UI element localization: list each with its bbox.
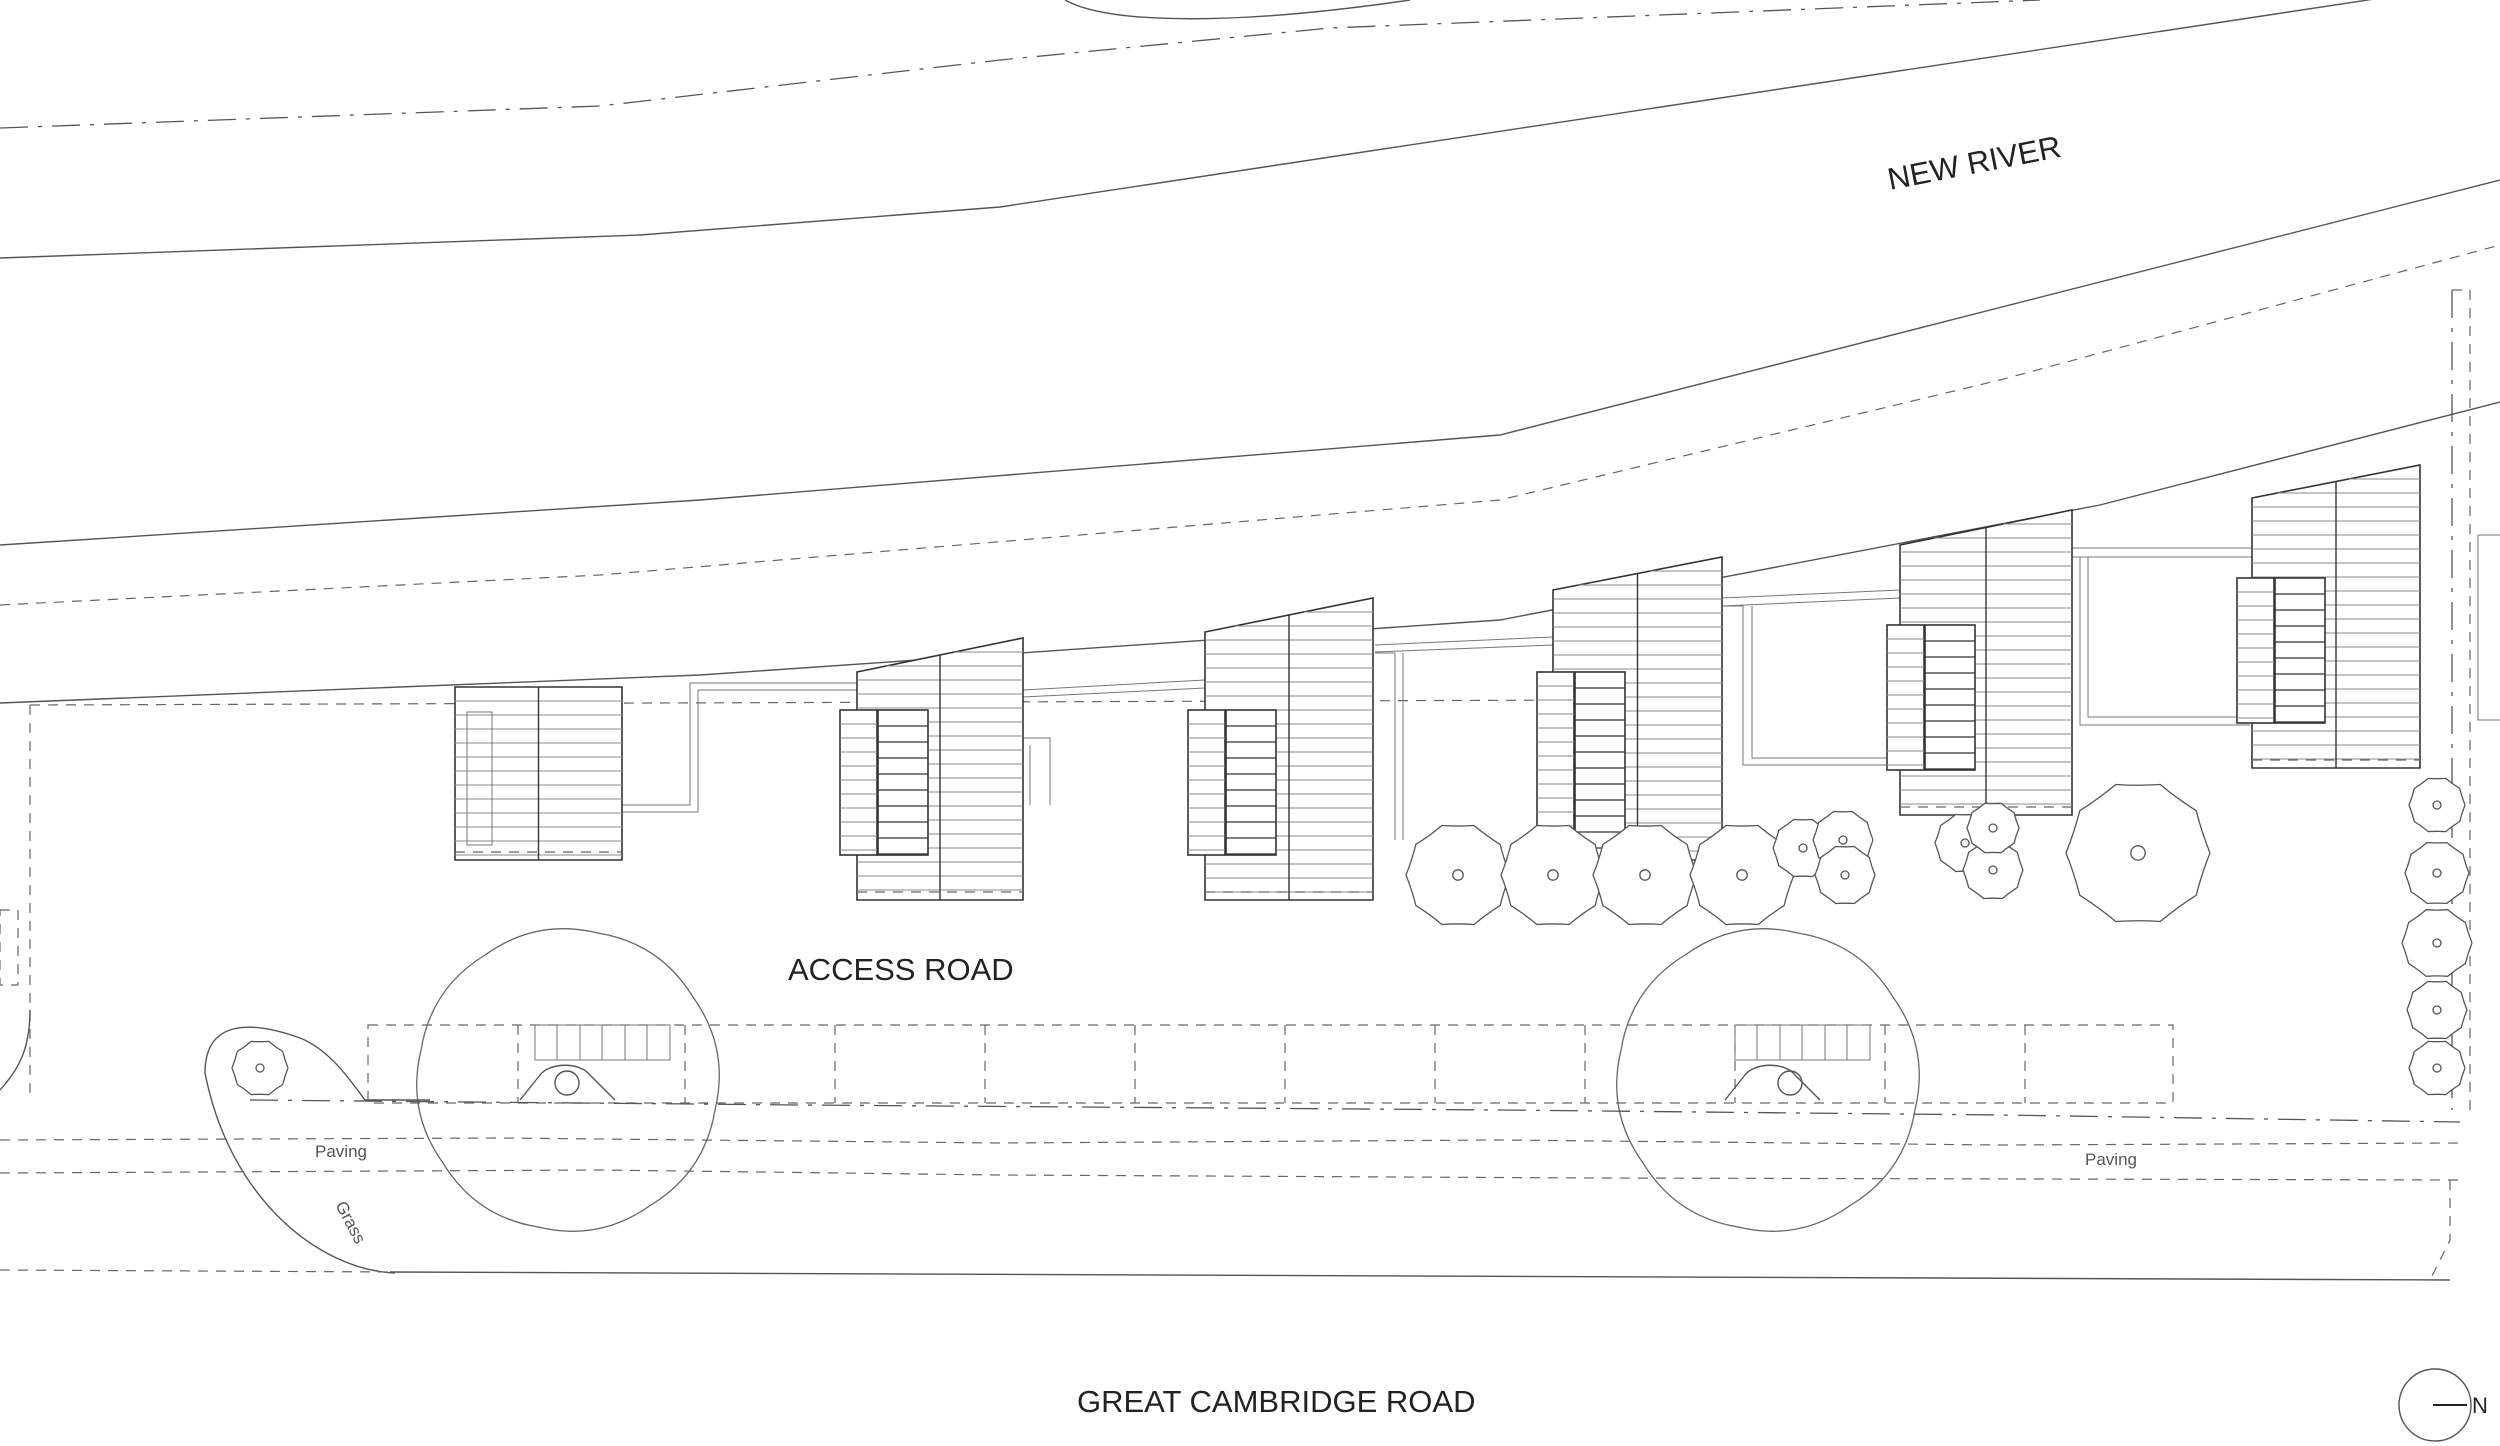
tree-13 xyxy=(2404,841,2470,905)
building-3 xyxy=(1187,597,1374,901)
large-tree-canopy-2 xyxy=(1616,928,1920,1232)
river-banks xyxy=(0,0,2500,704)
cycle-stand-right xyxy=(1724,1024,1871,1101)
tree-1 xyxy=(1405,824,1511,926)
tree-2 xyxy=(1500,824,1606,926)
tree-11 xyxy=(2065,783,2211,923)
building-1 xyxy=(454,686,623,861)
paving-label-right: Paving xyxy=(2085,1150,2137,1169)
cycle-stand-left xyxy=(519,1024,671,1101)
tree-4 xyxy=(1689,824,1795,926)
tree-16 xyxy=(2408,1040,2466,1096)
tree-15 xyxy=(2406,980,2468,1040)
building-4 xyxy=(1536,556,1723,861)
tree-17 xyxy=(231,1040,289,1096)
trees xyxy=(231,777,2473,1232)
building-2 xyxy=(839,637,1024,901)
grass-label: Grass xyxy=(331,1198,369,1247)
pathways xyxy=(622,547,2252,840)
main-road-label: GREAT CAMBRIDGE ROAD xyxy=(1077,1384,1475,1419)
access-road-label: ACCESS ROAD xyxy=(788,952,1014,987)
buildings xyxy=(454,464,2421,901)
building-5 xyxy=(1886,509,2073,816)
river-label: NEW RIVER xyxy=(1885,129,2064,197)
large-tree-canopy-1 xyxy=(416,928,720,1232)
footway xyxy=(0,1099,2461,1281)
tree-14 xyxy=(2401,909,2473,977)
north-label: N xyxy=(2472,1393,2488,1418)
tree-3 xyxy=(1592,824,1698,926)
tree-7 xyxy=(1814,845,1876,905)
tree-10 xyxy=(1966,802,2020,854)
north-arrow: N xyxy=(2398,1368,2488,1442)
parking-bays xyxy=(367,1024,2174,1104)
tree-12 xyxy=(2408,777,2466,833)
paving-label-left: Paving xyxy=(315,1142,367,1161)
building-6 xyxy=(2236,464,2421,769)
entrance-island xyxy=(204,1026,430,1274)
